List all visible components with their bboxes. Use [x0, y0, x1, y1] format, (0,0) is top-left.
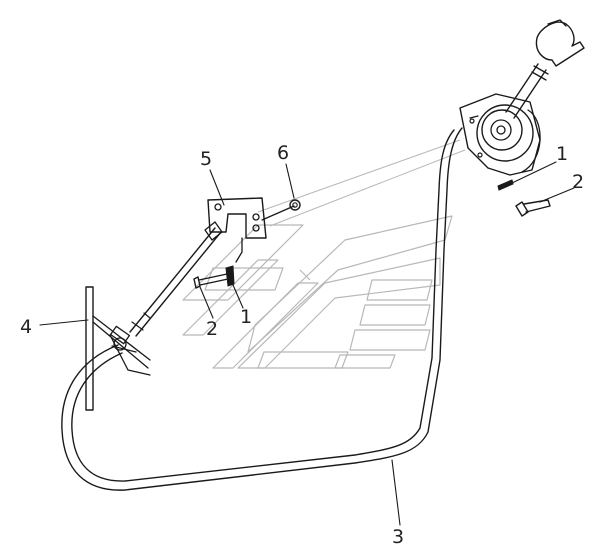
callouts: 1 2 3 4 5 6 1 2	[20, 142, 584, 548]
callout-6: 6	[277, 142, 289, 164]
mounting-plate	[85, 286, 151, 411]
callout-4: 4	[20, 316, 32, 338]
callout-2: 2	[572, 171, 584, 193]
watermark-logo	[182, 215, 453, 369]
control-cable	[61, 127, 463, 491]
linkage-rod	[129, 227, 222, 337]
callout-3: 3	[392, 526, 404, 548]
control-lever	[459, 19, 585, 176]
leader-lines	[39, 161, 575, 526]
lower-screw	[193, 265, 235, 289]
tie-lines	[257, 139, 466, 227]
bracket	[204, 197, 295, 263]
callout-1: 1	[556, 143, 568, 165]
callout-5: 5	[200, 148, 212, 170]
upper-screw	[497, 179, 551, 217]
callout-1-lower: 1	[240, 306, 252, 328]
nut	[289, 199, 301, 211]
callout-2-lower: 2	[206, 318, 218, 340]
